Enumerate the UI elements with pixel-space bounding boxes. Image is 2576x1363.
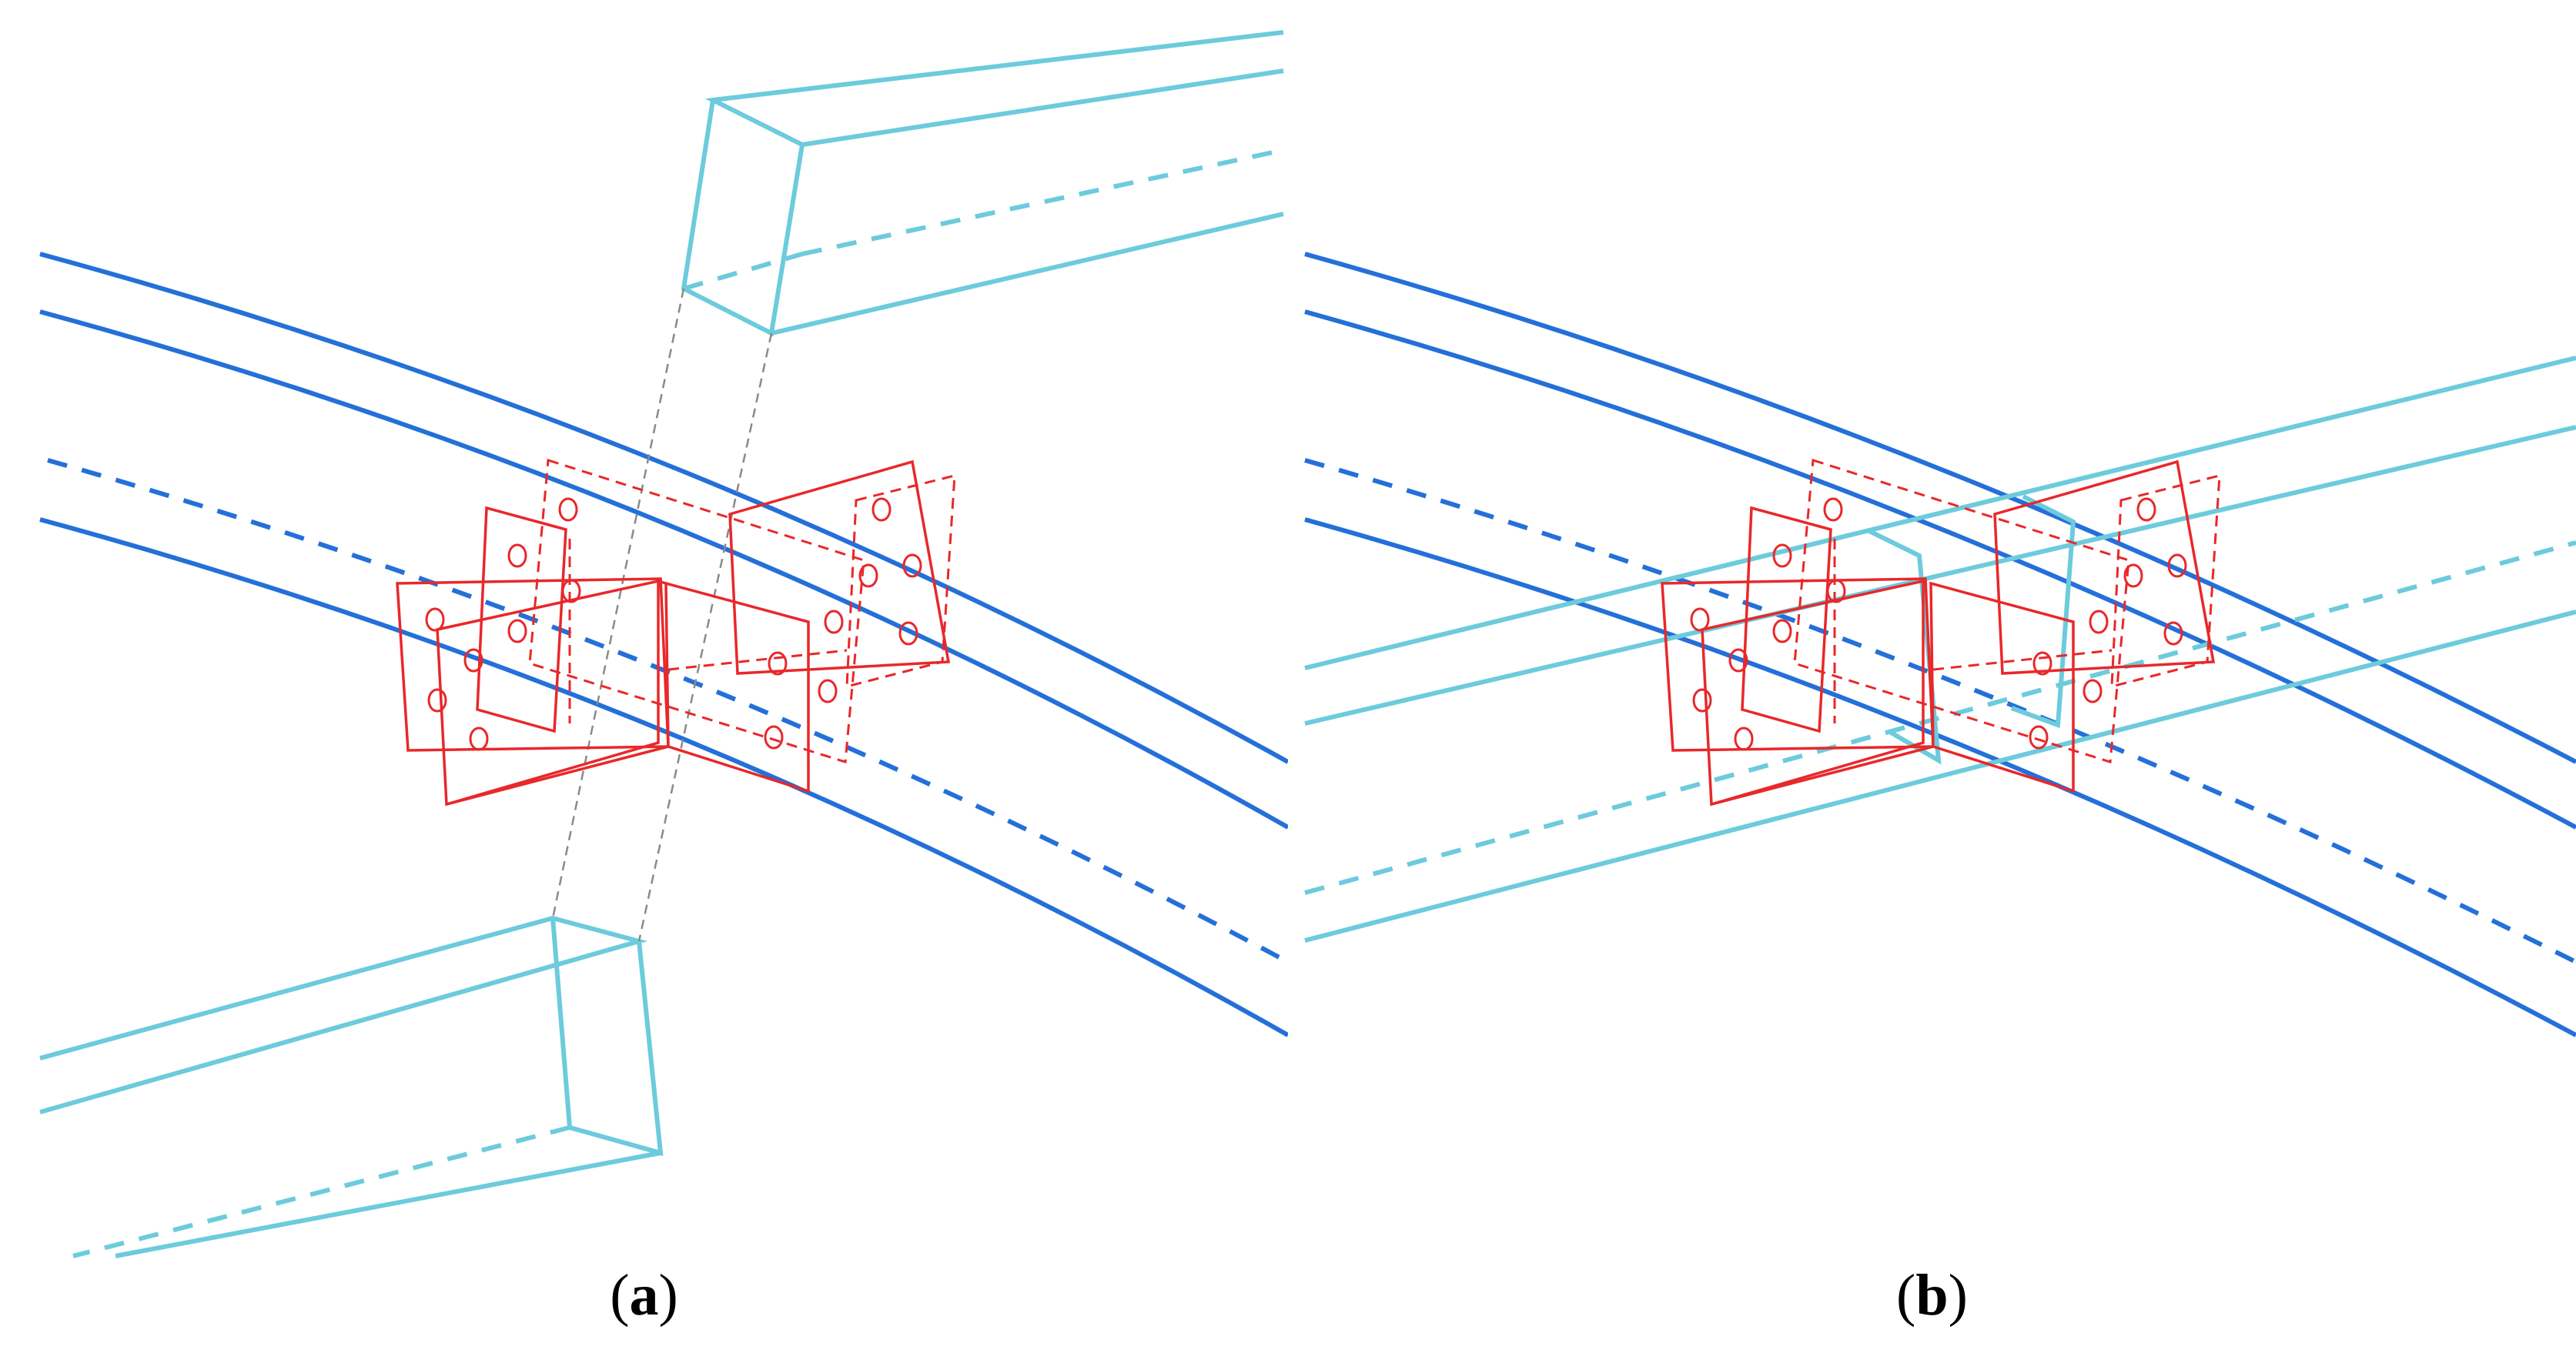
upper-secondary-beam xyxy=(681,30,1284,337)
bolt-holes xyxy=(1690,497,2187,751)
panel-a-drawing xyxy=(39,30,1288,1258)
caption-a-letter: a xyxy=(629,1263,659,1328)
panel-b-drawing xyxy=(1304,252,2576,1037)
connector-plates xyxy=(1661,459,2221,807)
secondary-beam xyxy=(1304,356,2576,943)
panel-a: (a) xyxy=(39,30,1288,1328)
caption-b: (b) xyxy=(1896,1263,1968,1328)
caption-a: (a) xyxy=(610,1263,678,1328)
assembly-guides xyxy=(551,288,773,942)
main-beam xyxy=(39,252,1288,1037)
panel-b: (b) xyxy=(1288,0,2576,1363)
caption-b-letter: b xyxy=(1915,1263,1949,1328)
lower-secondary-beam xyxy=(39,915,664,1258)
bolt-holes xyxy=(425,497,922,751)
connector-plates xyxy=(396,459,956,807)
main-beam xyxy=(1304,252,2576,1037)
